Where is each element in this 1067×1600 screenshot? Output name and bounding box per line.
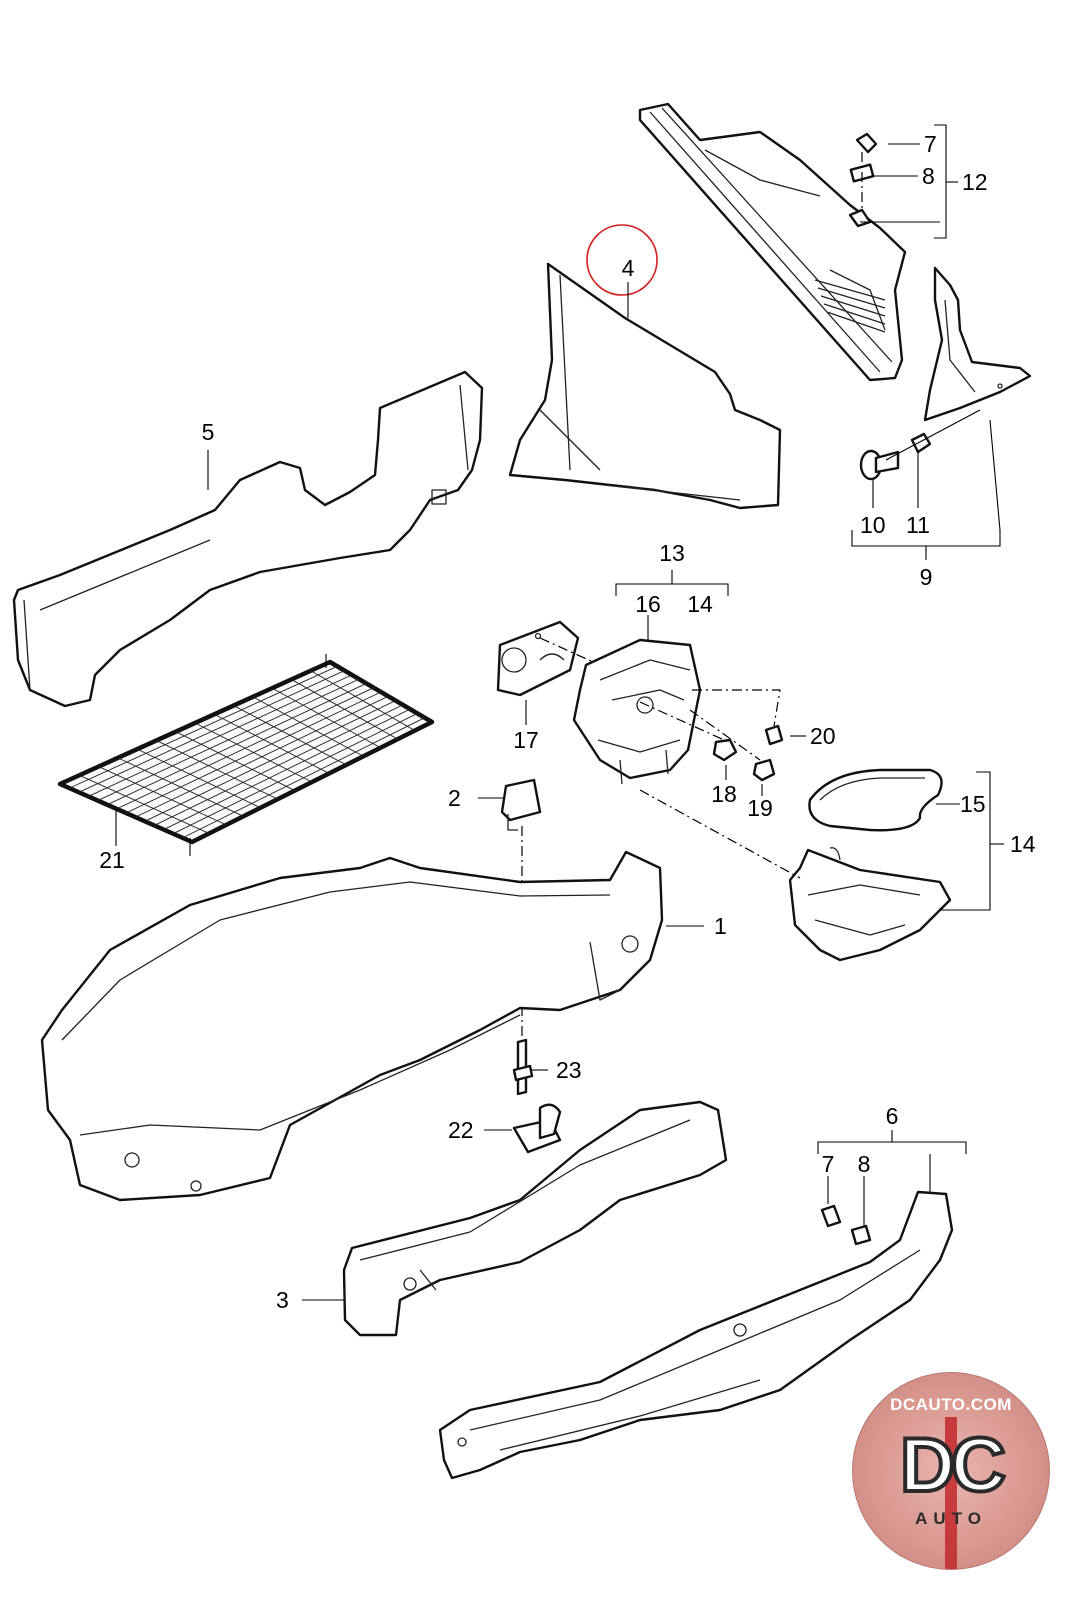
callout-2: 2 xyxy=(448,785,461,811)
part-side-trim-panel xyxy=(508,262,782,510)
part-cover-plate xyxy=(496,620,601,697)
net-strand xyxy=(291,679,398,740)
net-strand xyxy=(182,717,425,839)
net-strand xyxy=(172,713,418,835)
logo-bottom-text: AUTO xyxy=(915,1509,987,1528)
callout-8-lower: 8 xyxy=(858,1151,871,1177)
callout-10: 10 xyxy=(860,512,886,538)
logo-mark: DC xyxy=(898,1423,1008,1509)
logo-stripe xyxy=(945,1417,957,1569)
callout-7-lower: 7 xyxy=(822,1151,835,1177)
callout-1: 1 xyxy=(714,913,727,939)
clip-group-upper xyxy=(848,132,878,228)
fastener-group-22-23 xyxy=(512,1038,562,1154)
part-tray-lid xyxy=(639,789,952,962)
fastener-group-18-20 xyxy=(639,689,784,782)
fastener-group-10-11 xyxy=(859,409,981,508)
net-strand xyxy=(233,705,347,766)
part-trunk-liner xyxy=(40,850,664,1202)
callout-9: 9 xyxy=(920,564,933,590)
part-upper-trim-panel xyxy=(638,102,907,382)
vent-grille xyxy=(814,279,886,333)
net-strand xyxy=(310,670,416,731)
logo-top-text: DCAUTO.COM xyxy=(890,1395,1012,1414)
part-rear-duct xyxy=(342,1100,728,1337)
net-strand xyxy=(163,708,411,830)
callout-16: 16 xyxy=(635,591,661,617)
part-cargo-net xyxy=(57,654,435,856)
callout-12: 12 xyxy=(962,169,988,195)
callout-7-upper: 7 xyxy=(924,131,937,157)
callout-14-upper: 14 xyxy=(687,591,713,617)
callout-20: 20 xyxy=(810,723,836,749)
callout-5: 5 xyxy=(202,419,215,445)
net-strand xyxy=(214,713,330,774)
callout-highlight-circle xyxy=(586,224,658,296)
net-strand xyxy=(125,691,382,814)
callout-8-upper: 8 xyxy=(922,163,935,189)
callout-22: 22 xyxy=(448,1117,474,1143)
dcauto-logo: DCAUTO.COM DC AUTO xyxy=(852,1372,1050,1570)
callout-14-lower: 14 xyxy=(1010,831,1036,857)
callout-11: 11 xyxy=(906,512,930,538)
part-storage-box xyxy=(572,638,702,785)
callout-6: 6 xyxy=(886,1103,899,1129)
part-rear-sill-panel xyxy=(438,1190,954,1480)
callout-13: 13 xyxy=(659,540,685,566)
callout-17: 17 xyxy=(513,727,539,753)
part-corner-trim xyxy=(923,266,1032,422)
callout-labels: 5 4 7 8 12 10 11 9 13 16 14 17 20 18 19 … xyxy=(99,131,1036,1313)
callout-18: 18 xyxy=(711,781,737,807)
net-strand xyxy=(144,700,396,822)
part-side-duct xyxy=(12,370,484,708)
net-strand xyxy=(154,704,404,826)
callout-3: 3 xyxy=(276,1287,289,1313)
part-gasket xyxy=(808,768,943,832)
callout-19: 19 xyxy=(747,795,773,821)
net-strand xyxy=(271,687,381,749)
leader-lines xyxy=(115,124,1004,1301)
callout-4: 4 xyxy=(622,255,635,281)
callout-23: 23 xyxy=(556,1057,582,1083)
callout-21: 21 xyxy=(99,847,125,873)
callout-15: 15 xyxy=(960,791,986,817)
net-mesh xyxy=(69,665,425,839)
net-strand xyxy=(252,696,364,757)
net-strand xyxy=(135,695,389,818)
